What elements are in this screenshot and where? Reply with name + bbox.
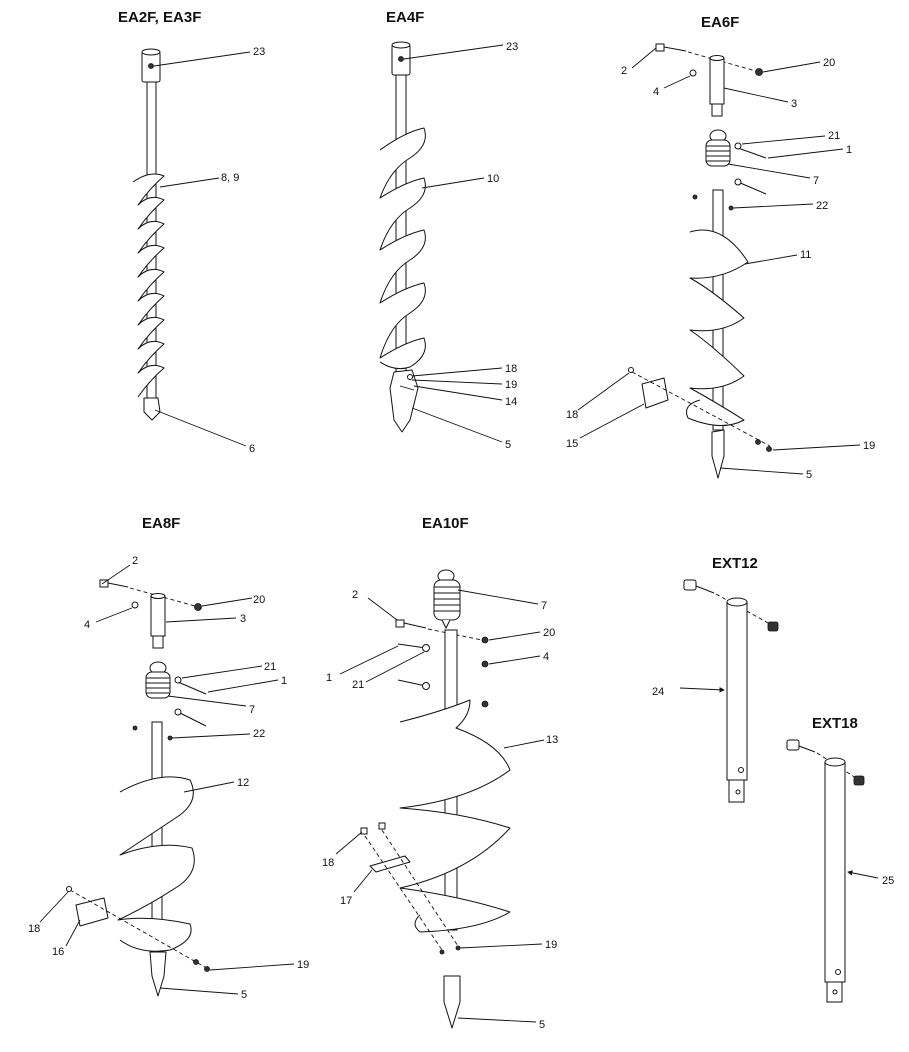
callout-ext18-25: 25 bbox=[882, 875, 894, 887]
washer-ea8f-4 bbox=[131, 601, 139, 609]
blade-ea8f bbox=[75, 897, 109, 927]
callout-ea8f-7: 7 bbox=[249, 704, 255, 716]
title-ext18: EXT18 bbox=[812, 715, 858, 732]
callout-ea10f-7: 7 bbox=[541, 600, 547, 612]
auger-ea2f-ea3f: EA2F, EA3F 23 8, 9 6 bbox=[118, 9, 265, 455]
callout-ea8f-2: 2 bbox=[132, 555, 138, 567]
title-ea10f: EA10F bbox=[422, 515, 469, 532]
callout-ea6f-11: 11 bbox=[800, 249, 811, 261]
callout-ea10f-21: 21 bbox=[352, 679, 364, 691]
callout-ea6f-20: 20 bbox=[823, 57, 835, 69]
callout-ea8f-16: 16 bbox=[52, 946, 64, 958]
nut-ext18 bbox=[853, 775, 865, 786]
bolt-ext18 bbox=[786, 739, 800, 751]
callout-ea4f-5: 5 bbox=[505, 439, 511, 451]
flighting-ea8f bbox=[117, 776, 195, 952]
callout-ea6f-22: 22 bbox=[816, 200, 828, 212]
title-ea4f: EA4F bbox=[386, 9, 424, 26]
callout-ea10f-17: 17 bbox=[340, 895, 352, 907]
callout-ea8f-19: 19 bbox=[297, 959, 309, 971]
auger-ea4f: EA4F 23 10 18 19 14 5 bbox=[379, 9, 518, 451]
callout-ea4f-19: 19 bbox=[505, 379, 517, 391]
flighting-ea10f bbox=[399, 699, 511, 933]
adapter-ea6f bbox=[709, 57, 725, 105]
extension-ext18: EXT18 25 bbox=[786, 715, 894, 1003]
callout-ea8f-1: 1 bbox=[281, 675, 287, 687]
tube-ext18 bbox=[824, 761, 846, 983]
spring-ea8f bbox=[145, 661, 171, 699]
point-ea2f bbox=[143, 397, 161, 421]
callout-ea4f-18: 18 bbox=[505, 363, 517, 375]
callout-ea10f-13: 13 bbox=[546, 734, 558, 746]
callout-ea8f-3: 3 bbox=[240, 613, 246, 625]
callout-ea6f-4: 4 bbox=[653, 86, 659, 98]
point-ea10f bbox=[443, 975, 461, 1029]
callout-ea8f-22: 22 bbox=[253, 728, 265, 740]
callout-ea4f-10: 10 bbox=[487, 173, 499, 185]
nut-ea6f-20 bbox=[755, 68, 763, 76]
callout-ea6f-5: 5 bbox=[806, 469, 812, 481]
callout-ea8f-5: 5 bbox=[241, 989, 247, 1001]
bolt-ext12 bbox=[683, 579, 697, 591]
callout-ea10f-5: 5 bbox=[539, 1019, 545, 1031]
title-ext12: EXT12 bbox=[712, 555, 758, 572]
callout-ea10f-19: 19 bbox=[545, 939, 557, 951]
callout-ea8f-4: 4 bbox=[84, 619, 90, 631]
callout-ea6f-19: 19 bbox=[863, 440, 875, 452]
callout-ea8f-20: 20 bbox=[253, 594, 265, 606]
callout-ea6f-21: 21 bbox=[828, 130, 840, 142]
callout-ea6f-18: 18 bbox=[566, 409, 578, 421]
title-ea6f: EA6F bbox=[701, 14, 739, 31]
callout-ea8f-12: 12 bbox=[237, 777, 249, 789]
spring-ea10f bbox=[433, 569, 461, 630]
callout-ea8f-21: 21 bbox=[264, 661, 276, 673]
extension-ext12: EXT12 24 bbox=[652, 555, 779, 803]
callout-ea10f-2: 2 bbox=[352, 589, 358, 601]
callout-ea10f-18: 18 bbox=[322, 857, 334, 869]
callout-ea8f-18: 18 bbox=[28, 923, 40, 935]
callout-ea2f-8-9: 8, 9 bbox=[221, 172, 239, 184]
auger-ea6f: EA6F 2 bbox=[566, 14, 875, 481]
nut-ext12 bbox=[767, 621, 779, 632]
callout-ea6f-2: 2 bbox=[621, 65, 627, 77]
flighting-ea2f bbox=[132, 173, 165, 398]
flighting-ea6f bbox=[686, 229, 749, 426]
callout-ea10f-20: 20 bbox=[543, 627, 555, 639]
callout-ea2f-6: 6 bbox=[249, 443, 255, 455]
callout-ea6f-1: 1 bbox=[846, 144, 852, 156]
blade-ea6f bbox=[641, 377, 669, 409]
shaft-ea4f bbox=[395, 74, 407, 376]
auger-ea8f: EA8F 2 20 4 3 bbox=[28, 515, 309, 1001]
callout-ea4f-14: 14 bbox=[505, 396, 517, 408]
callout-ea4f-23: 23 bbox=[506, 41, 518, 53]
blade-ea10f bbox=[369, 855, 411, 873]
nut-ea8f-20 bbox=[194, 603, 202, 611]
callout-ea6f-15: 15 bbox=[566, 438, 578, 450]
callout-ext12-24: 24 bbox=[652, 686, 664, 698]
callout-ea2f-23: 23 bbox=[253, 46, 265, 58]
title-ea8f: EA8F bbox=[142, 515, 180, 532]
callout-ea10f-4: 4 bbox=[543, 651, 549, 663]
callout-ea10f-1: 1 bbox=[326, 672, 332, 684]
washer-ea10f-21 bbox=[422, 644, 430, 652]
callout-ea6f-3: 3 bbox=[791, 98, 797, 110]
point-ea4f bbox=[389, 369, 419, 433]
callout-ea6f-7: 7 bbox=[813, 175, 819, 187]
flighting-ea4f bbox=[379, 127, 426, 370]
washer-ea6f-4 bbox=[689, 69, 697, 77]
adapter-ea8f bbox=[150, 595, 166, 637]
point-ea6f bbox=[711, 429, 725, 479]
tube-ext12 bbox=[726, 601, 748, 781]
title-ea2f-ea3f: EA2F, EA3F bbox=[118, 9, 201, 26]
point-ea8f bbox=[149, 951, 167, 997]
auger-ea10f: EA10F 7 2 20 1 4 bbox=[322, 515, 558, 1031]
spring-ea6f bbox=[705, 129, 731, 167]
